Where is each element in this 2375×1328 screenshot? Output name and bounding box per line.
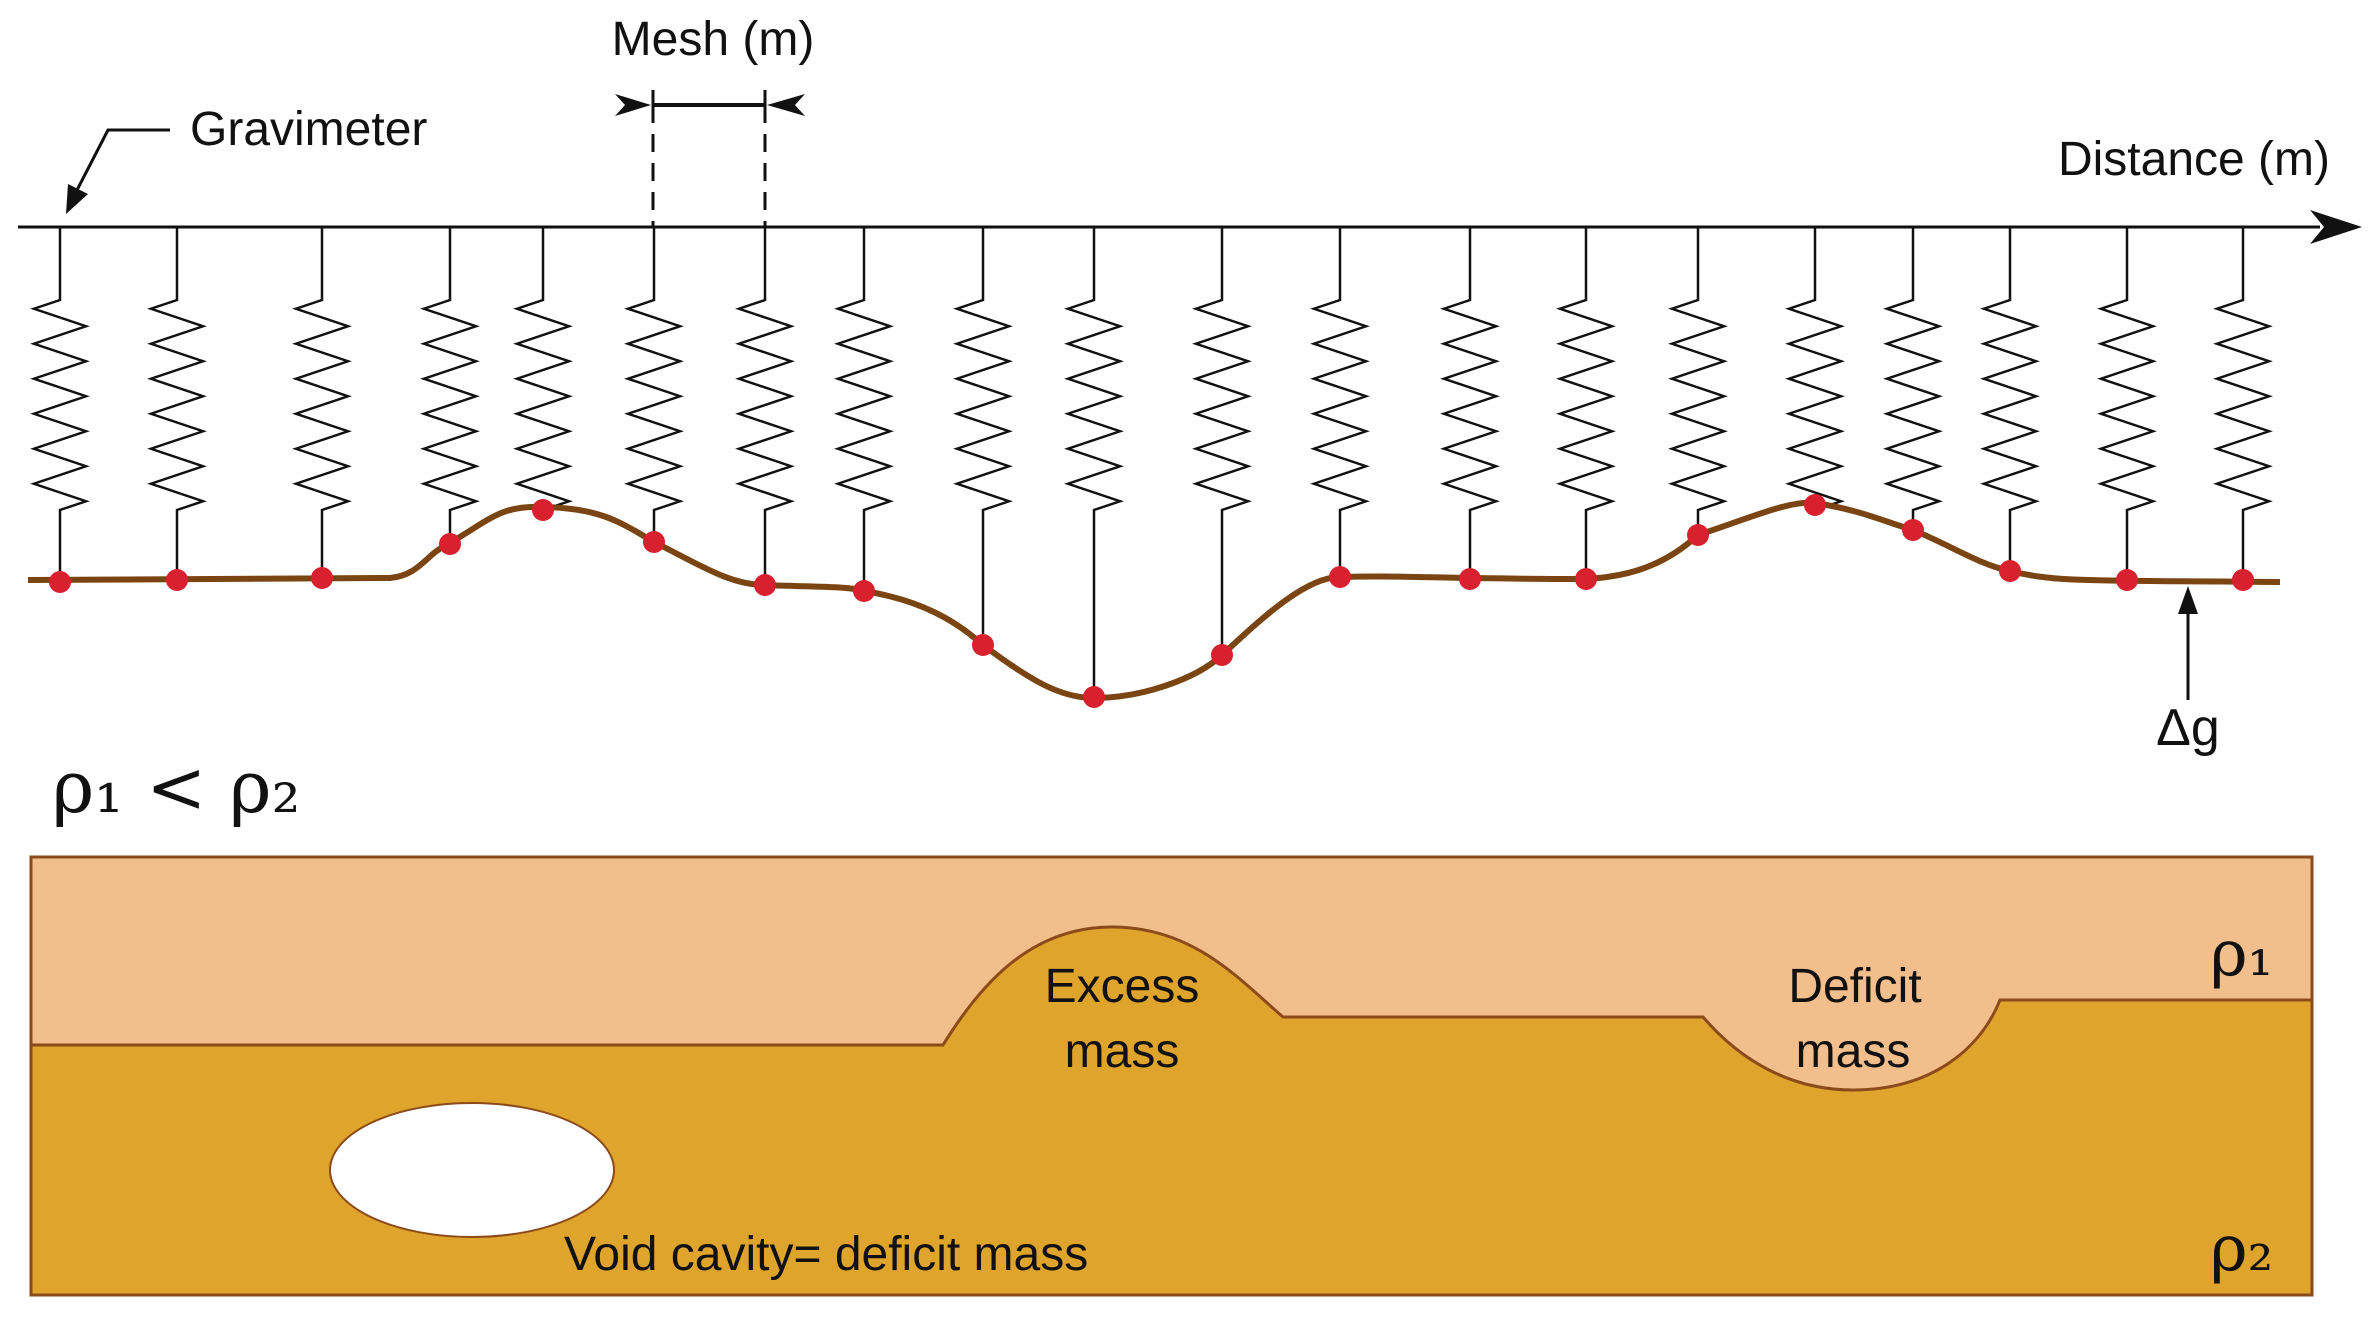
- gravity-station-dot: [49, 571, 71, 593]
- gravity-station-dot: [439, 533, 461, 555]
- lower-layer-rho2: [31, 927, 2312, 1295]
- gravity-station-dot: [311, 567, 333, 589]
- gravimeter-spring: [1980, 227, 2040, 571]
- subsurface-cross-section: [29, 855, 2314, 1297]
- density-relation-label: ρ₁ < ρ₂: [52, 745, 300, 829]
- delta-g-arrow-icon: [2178, 586, 2198, 700]
- gravimeter-label: Gravimeter: [190, 103, 427, 156]
- distance-axis: [18, 210, 2362, 244]
- gravimeter-pointer-arrow-icon: [66, 128, 170, 214]
- deficit-mass-label-line2: mass: [1796, 1025, 1911, 1078]
- gravity-anomaly-curve: [27, 499, 2281, 702]
- gravity-station-dot: [754, 574, 776, 596]
- gravity-station-dot: [1999, 560, 2021, 582]
- void-cavity: [329, 1102, 615, 1238]
- gravimeter-spring: [1192, 227, 1252, 655]
- gravimeter-springs: [30, 227, 2273, 697]
- gravimeter-spring: [1310, 227, 1370, 577]
- gravimeter-spring: [513, 227, 573, 512]
- gravimeter-spring: [1556, 227, 1616, 579]
- gravimeter-spring: [834, 227, 894, 591]
- gravimeter-spring: [1064, 227, 1124, 697]
- gravity-station-dot: [1804, 494, 1826, 516]
- axis-arrowhead-icon: [2310, 210, 2362, 244]
- gravity-station-dot: [1329, 566, 1351, 588]
- gravimeter-spring: [30, 227, 90, 582]
- gravimeter-spring: [1668, 227, 1728, 535]
- gravimeter-spring: [1440, 227, 1500, 579]
- void-cavity-label: Void cavity= deficit mass: [564, 1228, 1088, 1281]
- layer-interface: [31, 925, 2312, 1092]
- gravity-station-dot: [853, 580, 875, 602]
- excess-mass-label-line1: Excess: [1045, 960, 1200, 1013]
- gravimeter-spring: [147, 227, 207, 580]
- gravimeter-spring: [2213, 227, 2273, 580]
- gravimeter-spring: [292, 227, 352, 578]
- gravity-station-dot: [2116, 569, 2138, 591]
- cross-section-border: [29, 855, 2314, 1297]
- gravimeter-spring: [735, 227, 795, 585]
- gravity-station-dot: [166, 569, 188, 591]
- gravity-station-dot: [532, 499, 554, 521]
- mesh-left-arrow-icon: [615, 94, 651, 116]
- gravity-station-dot: [1575, 568, 1597, 590]
- mesh-dimension-marker: [615, 90, 805, 227]
- excess-mass-label-line2: mass: [1065, 1025, 1180, 1078]
- gravimeter-spring: [420, 227, 480, 544]
- gravimeter-spring: [953, 227, 1013, 645]
- gravity-station-dot: [1902, 519, 1924, 541]
- gravimeter-spring: [1785, 227, 1845, 512]
- gravity-station-dot: [643, 531, 665, 553]
- rho2-layer-label: ρ₂: [2210, 1212, 2273, 1286]
- gravity-station-dot: [1459, 568, 1481, 590]
- gravity-station-dot: [1211, 644, 1233, 666]
- mesh-label: Mesh (m): [612, 13, 815, 66]
- gravimeter-spring: [1883, 227, 1943, 530]
- mesh-right-arrow-icon: [767, 94, 805, 116]
- gravity-station-dot: [1083, 686, 1105, 708]
- gravity-station-dot: [1687, 524, 1709, 546]
- gravity-station-dots: [49, 494, 2254, 708]
- gravity-station-dot: [2232, 569, 2254, 591]
- distance-label: Distance (m): [2058, 133, 2330, 186]
- gravimeter-spring: [2097, 227, 2157, 580]
- rho1-layer-label: ρ₁: [2210, 917, 2273, 991]
- delta-g-label: Δg: [2156, 699, 2220, 757]
- gravimeter-spring: [624, 227, 684, 542]
- gravity-station-dot: [972, 634, 994, 656]
- deficit-mass-label-line1: Deficit: [1788, 960, 1921, 1013]
